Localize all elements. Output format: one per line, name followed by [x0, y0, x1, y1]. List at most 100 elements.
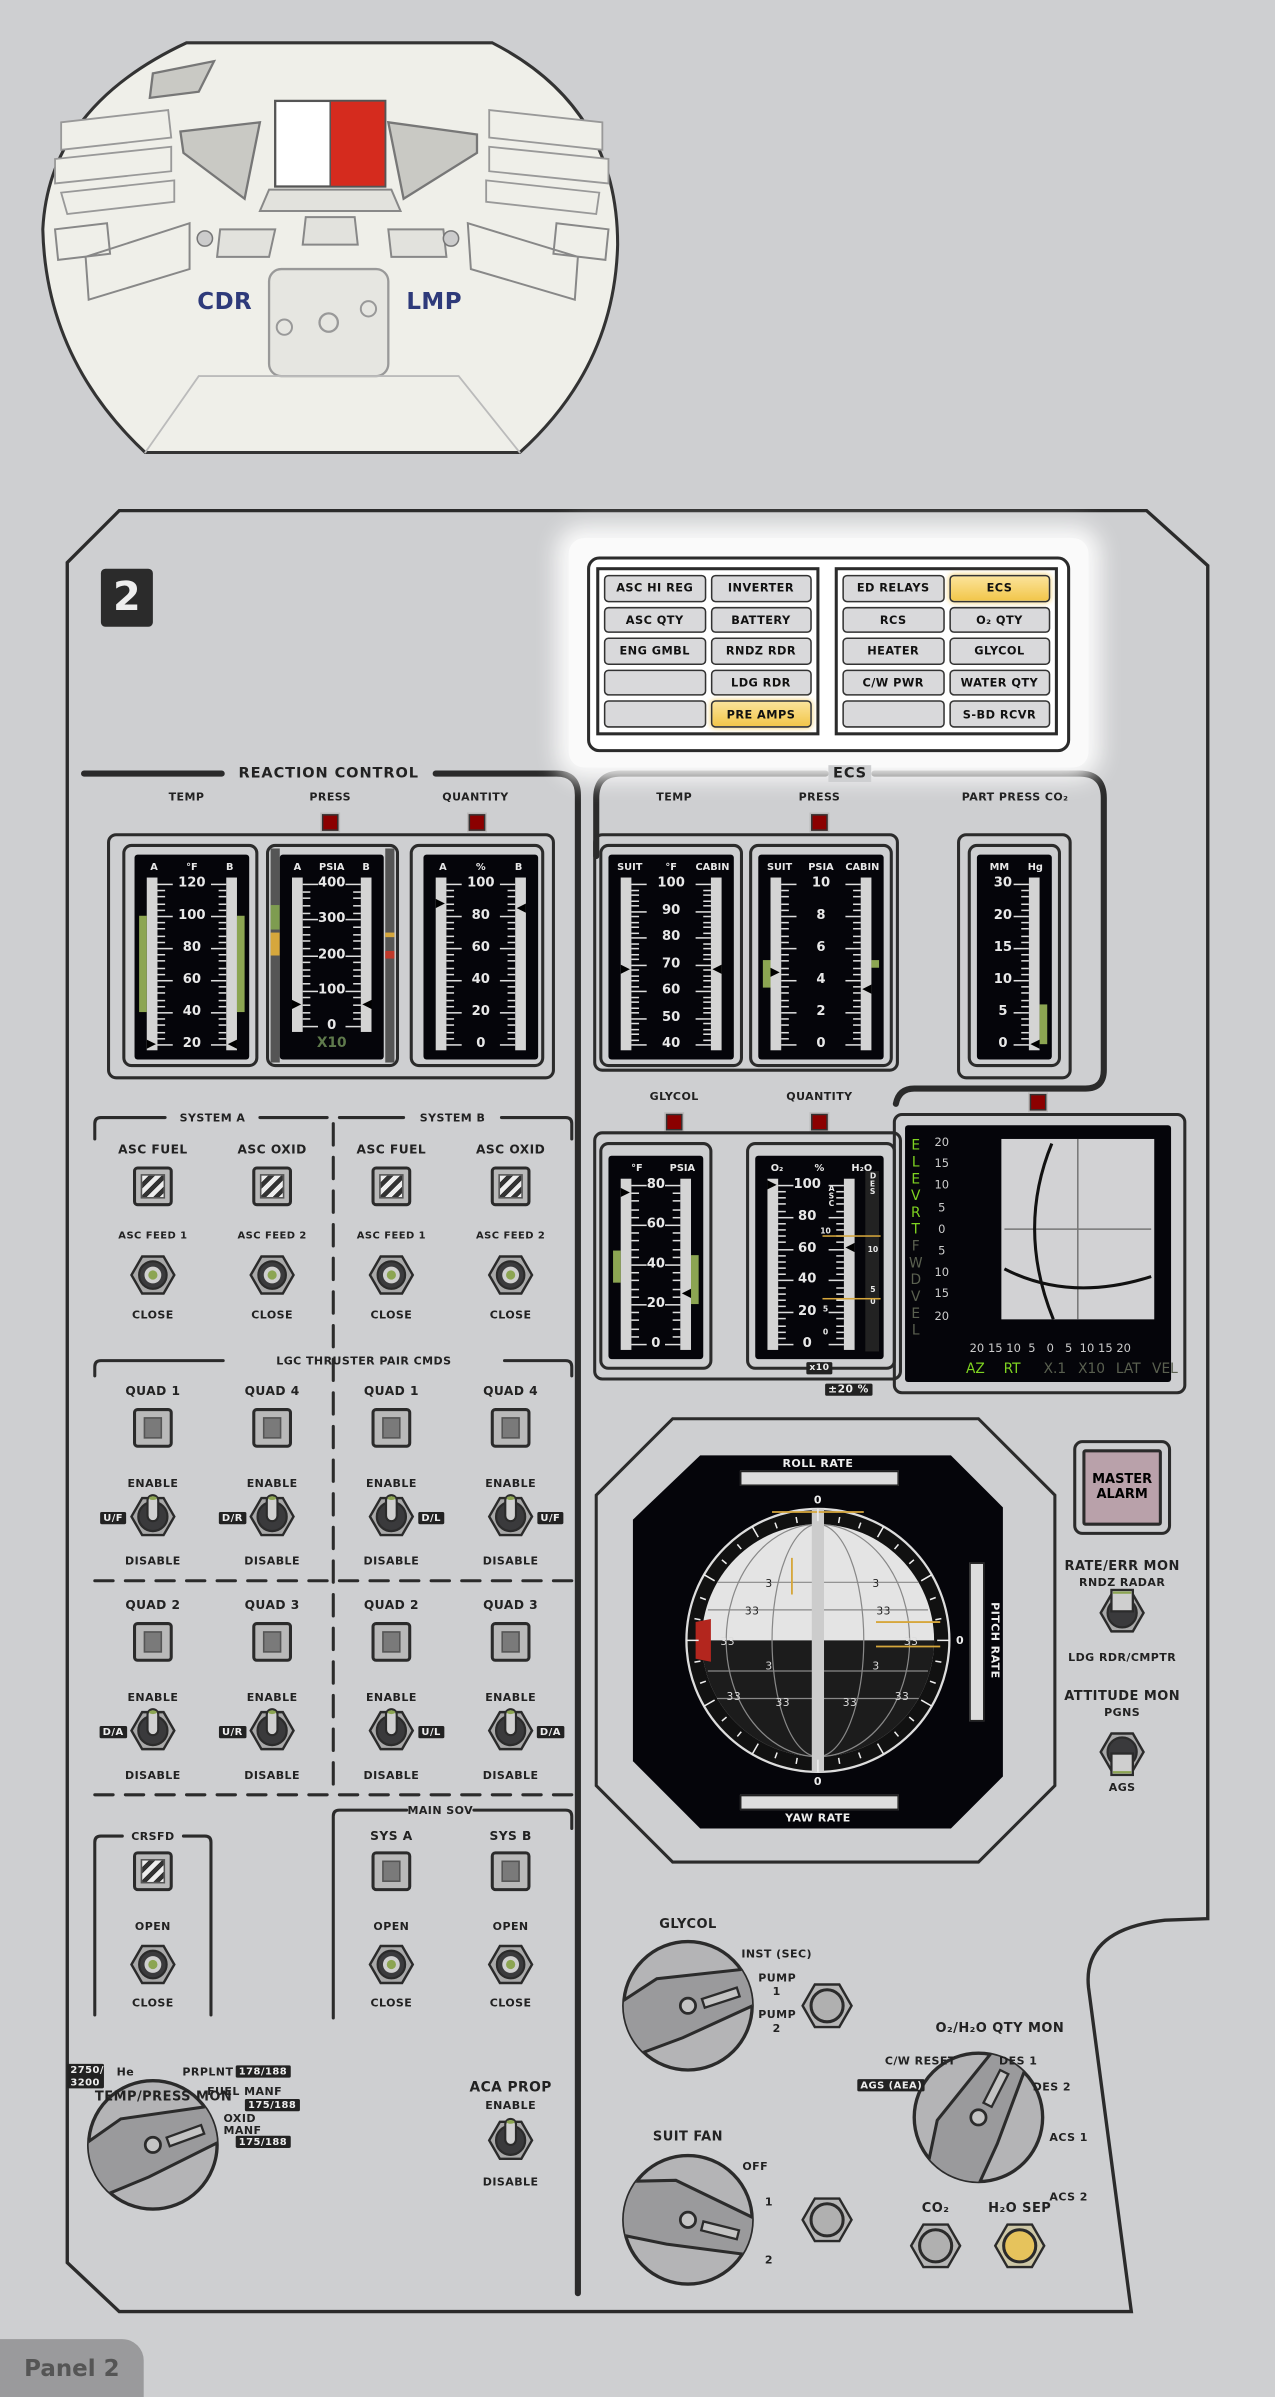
ecs-temp-gauge-minor-tick	[631, 1033, 640, 1035]
attitude-mon-switch[interactable]	[1098, 1726, 1147, 1778]
fdai-ball	[665, 1488, 971, 1794]
yaw-rate-scale[interactable]	[739, 1794, 899, 1811]
roll-rate-scale[interactable]	[739, 1470, 899, 1486]
quad-enable-switch[interactable]	[486, 1705, 535, 1757]
suit-fan-2-label: 2	[764, 2252, 774, 2267]
ecs-press-gauge-minor-tick	[781, 896, 789, 899]
des-scale-strip	[865, 1171, 880, 1352]
rcs-temp-gauge-minor-tick	[218, 928, 227, 931]
fdai-ball-mark: 3	[765, 1660, 773, 1673]
x-tick-label: 20	[1116, 1341, 1131, 1356]
rcs-quantity-gauge-tick-label: 100	[467, 876, 495, 892]
crossfeed-label: CRSFD	[131, 1829, 175, 1843]
h2o-sep-button[interactable]	[993, 2220, 1046, 2272]
cw-light-heater[interactable]: HEATER	[842, 637, 945, 665]
cw-light-blank[interactable]	[603, 700, 706, 728]
cw-light-blank[interactable]	[603, 669, 706, 697]
asc-valve-talkback	[252, 1166, 293, 1207]
temp-press-mon-selector[interactable]	[81, 2076, 222, 2214]
glycol-gauge-right-band	[691, 1254, 699, 1305]
quad-enable-switch[interactable]	[367, 1705, 416, 1757]
asc-feed-close-label: CLOSE	[132, 1307, 174, 1322]
rcs-quantity-gauge-minor-tick	[507, 973, 516, 976]
quad-enable-switch[interactable]	[367, 1491, 416, 1543]
suit-fan-circuit-breaker[interactable]	[801, 2194, 853, 2246]
co2-button[interactable]	[909, 2220, 962, 2272]
o2-h2o-quantity-gauge-tick-label: 100	[793, 1177, 821, 1193]
quad-enable-switch[interactable]	[248, 1705, 297, 1757]
ecs-press-gauge-minor-tick	[781, 1018, 789, 1020]
quad-enable-switch[interactable]	[128, 1491, 177, 1543]
ecs-temp-gauge-minor-tick	[703, 926, 711, 928]
rcs-press-gauge-minor-tick	[353, 912, 361, 914]
cw-light-glycol[interactable]: GLYCOL	[948, 637, 1051, 665]
cw-light-battery[interactable]: BATTERY	[710, 606, 812, 634]
crossfeed-open-label: OPEN	[134, 1919, 171, 1934]
main-sov-talkback-flag	[382, 1860, 401, 1882]
cw-light-c-w-pwr[interactable]: C/W PWR	[842, 669, 945, 697]
glycol-circuit-breaker[interactable]	[801, 1980, 853, 2032]
pitch-rate-scale[interactable]	[969, 1562, 985, 1722]
glycol-gauge-left-scale-bar	[620, 1178, 632, 1350]
asc-scale-label: 5	[822, 1305, 829, 1315]
aca-prop-switch[interactable]	[486, 2114, 535, 2166]
rcs-temp-gauge-minor-tick	[157, 896, 166, 899]
cw-light-ecs[interactable]: ECS	[948, 574, 1051, 602]
ecs-press-gauge-tick-label: 6	[816, 940, 826, 956]
rate-err-mon-switch[interactable]	[1098, 1587, 1147, 1639]
cw-light-ldg-rdr[interactable]: LDG RDR	[710, 669, 812, 697]
ecs-press-label: PRESS	[798, 789, 841, 804]
glycol-gauge-tick	[665, 1224, 681, 1227]
fdai-ball-mark: 33	[720, 1635, 735, 1649]
quad-enable-switch[interactable]	[486, 1491, 535, 1543]
cw-light-blank[interactable]	[842, 700, 945, 728]
ecs-press-gauge-minor-tick	[781, 935, 789, 937]
fdai-ball-mark: 33	[726, 1690, 742, 1704]
fdai-ball-mark: 33	[775, 1696, 791, 1710]
co2-gauge-minor-tick	[1021, 941, 1029, 943]
main-sov-switch[interactable]	[367, 1940, 416, 1989]
asc-limit-line	[822, 1297, 881, 1300]
cw-light-rndz-rdr[interactable]: RNDZ RDR	[710, 637, 812, 665]
cw-light-eng-gmbl[interactable]: ENG GMBL	[603, 637, 706, 665]
asc-feed-switch[interactable]	[128, 1251, 177, 1300]
suit-fan-selector[interactable]	[606, 2151, 761, 2289]
glycol-gauge-minor-tick	[631, 1288, 640, 1290]
cockpit-overview	[41, 41, 620, 455]
co2-gauge-minor-tick	[1021, 967, 1029, 969]
o2-h2o-qty-mon-selector[interactable]	[910, 2046, 1048, 2200]
crossfeed-switch[interactable]	[128, 1940, 177, 1989]
yaw-rate-label: YAW RATE	[785, 1810, 851, 1825]
glycol-pump-selector[interactable]	[616, 1937, 757, 2075]
cw-light-s-bd-rcvr[interactable]: S-BD RCVR	[948, 700, 1051, 728]
cw-light-water-qty[interactable]: WATER QTY	[948, 669, 1051, 697]
ecs-temp-housing	[599, 843, 743, 1068]
rcs-quantity-gauge-tick	[499, 915, 516, 918]
panel-tab[interactable]: Panel 2	[0, 2339, 144, 2397]
cw-light-pre-amps[interactable]: PRE AMPS	[710, 700, 812, 728]
quad-enable-switch[interactable]	[128, 1705, 177, 1757]
cw-light-asc-hi-reg[interactable]: ASC HI REG	[603, 574, 706, 602]
ecs-press-gauge-minor-tick	[853, 1024, 861, 1027]
quad-disable-label: DISABLE	[125, 1768, 181, 1782]
asc-feed-switch[interactable]	[367, 1251, 416, 1300]
asc-feed-switch[interactable]	[248, 1251, 297, 1300]
cw-light-o-qty[interactable]: O₂ QTY	[948, 606, 1051, 634]
main-sov-switch[interactable]	[486, 1940, 535, 1989]
cw-light-rcs[interactable]: RCS	[842, 606, 945, 634]
roll-rate-zero: 0	[813, 1492, 822, 1507]
ecs-press-gauge-header: SUIT	[766, 860, 793, 873]
rcs-press-gauge-tick-label: 400	[318, 876, 346, 892]
rcs-quantity-gauge-left-pointer	[435, 899, 445, 909]
rcs-quantity-gauge-tick	[446, 883, 462, 886]
cw-light-asc-qty[interactable]: ASC QTY	[603, 606, 706, 634]
cw-light-ed-relays[interactable]: ED RELAYS	[842, 574, 945, 602]
glycol-gauge-right-scale-bar	[680, 1178, 692, 1350]
co2-gauge-tick-label: 20	[993, 908, 1013, 924]
asc-feed-switch[interactable]	[486, 1251, 535, 1300]
o2-h2o-quantity-gauge-minor-tick	[778, 1203, 786, 1206]
quad-enable-switch[interactable]	[248, 1491, 297, 1543]
cw-light-inverter[interactable]: INVERTER	[710, 574, 812, 602]
